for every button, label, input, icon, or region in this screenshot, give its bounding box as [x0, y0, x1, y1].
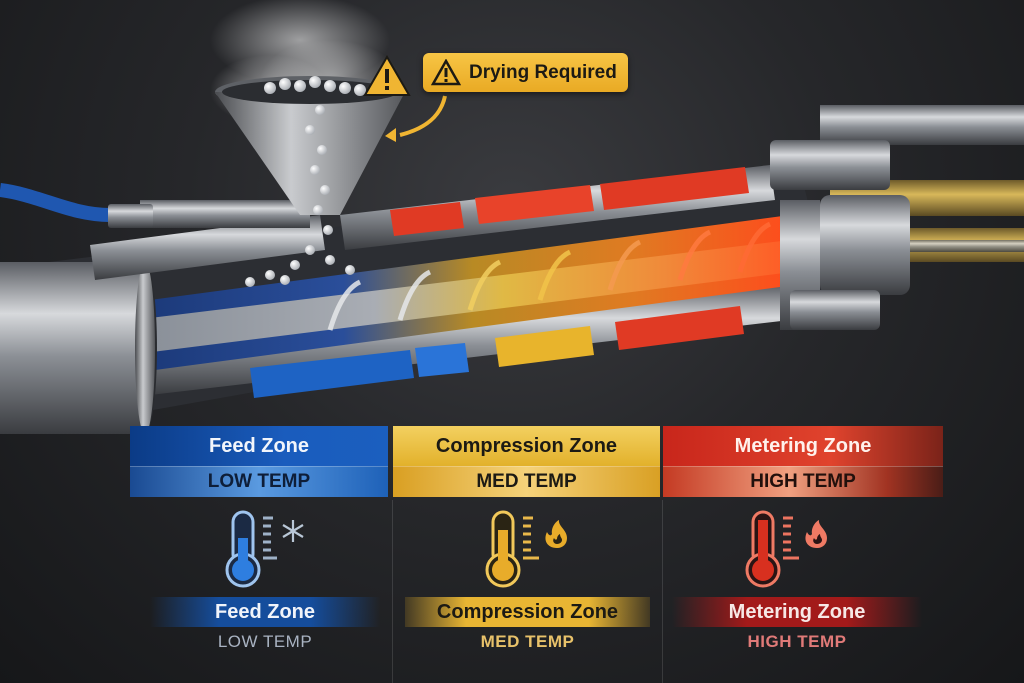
zone-name: Feed Zone: [130, 426, 388, 466]
nozzle-assembly: [770, 140, 910, 330]
column-divider: [662, 500, 663, 683]
thermometer-low-icon: [225, 510, 304, 588]
thermometer-medium-icon: [485, 510, 567, 588]
zone-name: Metering Zone: [663, 426, 943, 466]
zone-temp: MED TEMP: [393, 466, 660, 497]
zone-name: Feed Zone: [150, 597, 380, 627]
zone-temp: LOW TEMP: [130, 466, 388, 497]
snowflake-icon: [282, 520, 304, 542]
warning-triangle-icon: [431, 59, 461, 86]
column-divider: [392, 500, 393, 683]
front-cylinder: [0, 262, 157, 434]
drying-required-callout: Drying Required: [423, 53, 628, 92]
warning-triangle-icon: [363, 55, 411, 96]
zone-temp: MED TEMP: [480, 632, 575, 651]
cooling-hose: [0, 183, 111, 222]
zone-temp: LOW TEMP: [217, 632, 313, 651]
zone-temp: HIGH TEMP: [663, 466, 943, 497]
feed-throat: [90, 200, 325, 280]
callout-label: Drying Required: [469, 61, 617, 83]
zone-name: Compression Zone: [405, 597, 650, 627]
compression-zone-footer: Compression Zone MED TEMP: [405, 597, 650, 659]
zone-name: Compression Zone: [393, 426, 660, 466]
barrel: [0, 165, 830, 430]
metering-zone-footer: Metering Zone HIGH TEMP: [672, 597, 922, 659]
zone-temp: HIGH TEMP: [747, 632, 847, 651]
feed-zone-footer: Feed Zone LOW TEMP: [150, 597, 380, 659]
hopper: [215, 76, 405, 287]
zone-name: Metering Zone: [672, 597, 922, 627]
thermometer-high-icon: [745, 510, 827, 588]
compression-zone-header: Compression Zone MED TEMP: [393, 426, 660, 498]
callout-arrow: [399, 95, 447, 137]
metering-zone-header: Metering Zone HIGH TEMP: [663, 426, 943, 498]
feed-zone-header: Feed Zone LOW TEMP: [130, 426, 388, 498]
